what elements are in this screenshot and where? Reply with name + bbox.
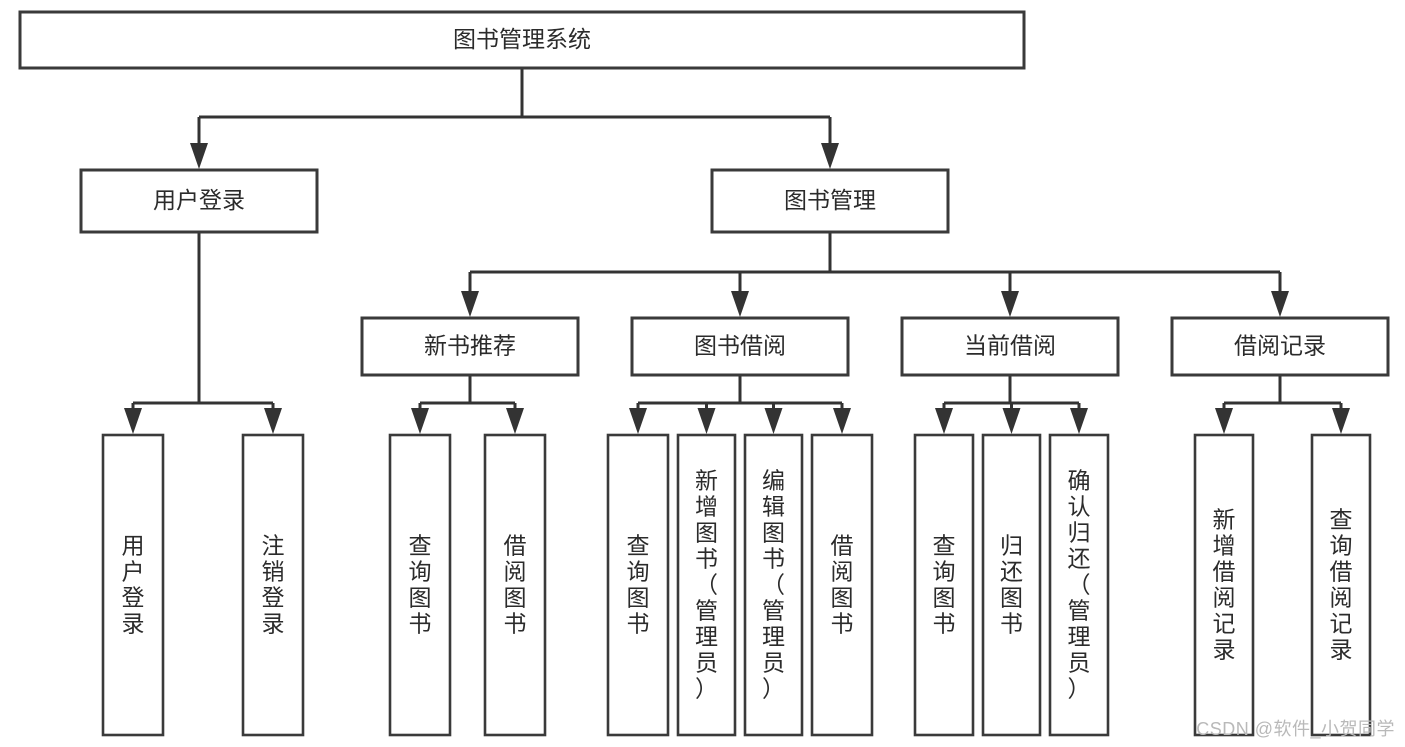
node-box[interactable] (1170, 316, 1390, 377)
arrowhead-icon (731, 291, 749, 317)
node-box[interactable] (913, 433, 975, 737)
node-label: 归还图书 (1000, 532, 1023, 636)
node-label: 查询图书 (627, 532, 650, 636)
node-leaf-edit-book[interactable]: 编辑图书（管理员） (743, 433, 804, 737)
arrowhead-icon (1070, 408, 1088, 434)
csdn-watermark: CSDN @软件_小贺同学 (1196, 719, 1395, 739)
node-box[interactable] (710, 168, 950, 234)
node-book-borrow[interactable]: 图书借阅 (630, 316, 850, 377)
node-box[interactable] (900, 316, 1120, 377)
node-leaf-borrow-book-2[interactable]: 借阅图书 (810, 433, 874, 737)
connector-book-manage (461, 232, 1289, 317)
node-leaf-borrow-book-1[interactable]: 借阅图书 (483, 433, 547, 737)
arrowhead-icon (1271, 291, 1289, 317)
arrowhead-icon (1215, 408, 1233, 434)
node-book-manage[interactable]: 图书管理 (710, 168, 950, 234)
node-box[interactable] (743, 433, 804, 737)
node-label: 当前借阅 (964, 333, 1056, 359)
connector-layer (124, 68, 1350, 434)
arrowhead-icon (833, 408, 851, 434)
node-borrow-record[interactable]: 借阅记录 (1170, 316, 1390, 377)
node-box[interactable] (606, 433, 670, 737)
node-box[interactable] (79, 168, 319, 234)
node-label: 新增图书（管理员） (695, 467, 718, 701)
node-box[interactable] (101, 433, 165, 737)
node-box[interactable] (676, 433, 737, 737)
arrowhead-icon (190, 143, 208, 169)
node-label: 图书管理 (784, 187, 876, 213)
arrowhead-icon (1332, 408, 1350, 434)
node-box[interactable] (483, 433, 547, 737)
node-label: 确认归还（管理员） (1068, 467, 1091, 701)
node-leaf-query-book-1[interactable]: 查询图书 (388, 433, 452, 737)
node-label: 借阅记录 (1234, 333, 1326, 359)
node-leaf-query-book-2[interactable]: 查询图书 (606, 433, 670, 737)
node-box[interactable] (810, 433, 874, 737)
arrowhead-icon (461, 291, 479, 317)
node-layer: 图书管理系统用户登录图书管理新书推荐图书借阅当前借阅借阅记录用户登录注销登录查询… (18, 10, 1390, 737)
node-label: 借阅图书 (831, 532, 854, 636)
node-current-borrow[interactable]: 当前借阅 (900, 316, 1120, 377)
node-label: 注销登录 (262, 532, 285, 636)
node-box[interactable] (1310, 433, 1372, 737)
node-box[interactable] (1193, 433, 1255, 737)
arrowhead-icon (124, 408, 142, 434)
node-label: 查询借阅记录 (1330, 506, 1353, 662)
node-box[interactable] (1048, 433, 1110, 737)
node-label: 编辑图书（管理员） (762, 467, 785, 701)
connector-book-borrow (629, 375, 851, 434)
arrowhead-icon (506, 408, 524, 434)
node-label: 图书管理系统 (453, 26, 591, 52)
node-root[interactable]: 图书管理系统 (18, 10, 1026, 70)
node-leaf-user-login[interactable]: 用户登录 (101, 433, 165, 737)
connector-borrow-record (1215, 375, 1350, 434)
connector-new-book-rec (411, 375, 524, 434)
node-label: 新增借阅记录 (1213, 506, 1236, 662)
node-leaf-query-record[interactable]: 查询借阅记录 (1310, 433, 1372, 737)
arrowhead-icon (697, 408, 716, 434)
arrowhead-icon (821, 143, 839, 169)
connector-user-login (124, 232, 282, 434)
node-box[interactable] (18, 10, 1026, 70)
arrowhead-icon (411, 408, 429, 434)
node-new-book-rec[interactable]: 新书推荐 (360, 316, 580, 377)
node-leaf-confirm-return[interactable]: 确认归还（管理员） (1048, 433, 1110, 737)
node-label: 用户登录 (153, 187, 245, 213)
node-box[interactable] (360, 316, 580, 377)
arrowhead-icon (935, 408, 953, 434)
arrowhead-icon (764, 408, 783, 434)
node-label: 查询图书 (409, 532, 432, 636)
node-box[interactable] (388, 433, 452, 737)
node-label: 图书借阅 (694, 333, 786, 359)
node-leaf-logout[interactable]: 注销登录 (241, 433, 305, 737)
node-leaf-query-book-3[interactable]: 查询图书 (913, 433, 975, 737)
node-box[interactable] (241, 433, 305, 737)
node-label: 借阅图书 (504, 532, 527, 636)
arrowhead-icon (264, 408, 282, 434)
node-user-login[interactable]: 用户登录 (79, 168, 319, 234)
node-label: 查询图书 (933, 532, 956, 636)
arrowhead-icon (629, 408, 647, 434)
arrowhead-icon (1001, 291, 1019, 317)
arrowhead-icon (1002, 408, 1021, 434)
node-box[interactable] (981, 433, 1042, 737)
node-label: 新书推荐 (424, 333, 516, 359)
node-leaf-add-book[interactable]: 新增图书（管理员） (676, 433, 737, 737)
node-label: 用户登录 (122, 532, 145, 636)
connector-current-borrow (935, 375, 1088, 434)
node-box[interactable] (630, 316, 850, 377)
node-leaf-add-record[interactable]: 新增借阅记录 (1193, 433, 1255, 737)
node-leaf-return-book[interactable]: 归还图书 (981, 433, 1042, 737)
connector-root (190, 68, 839, 169)
